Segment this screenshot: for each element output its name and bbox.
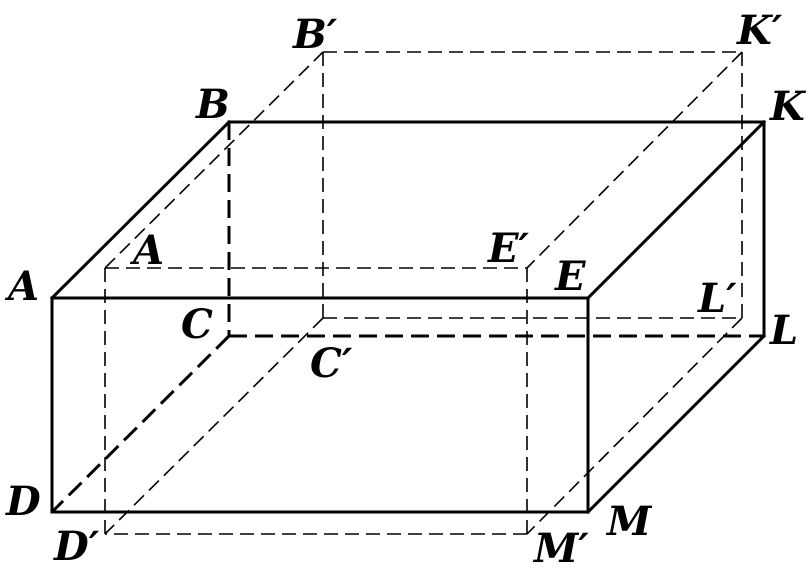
label-C-prime: C′ — [310, 340, 353, 387]
label-K: K — [769, 83, 807, 130]
edge-LpMp — [526, 317, 743, 535]
label-D: D — [5, 478, 41, 525]
label-C: C — [181, 301, 213, 348]
edge-LM — [585, 333, 767, 515]
edge-CpDp — [104, 317, 324, 535]
dashed-box — [104, 51, 743, 535]
label-E-prime: E′ — [487, 225, 529, 272]
label-B-prime: B′ — [292, 11, 338, 58]
edge-KpEp — [526, 51, 743, 269]
edge-AB — [49, 119, 232, 301]
label-M: M — [605, 498, 653, 545]
edge-CD — [50, 334, 231, 514]
vertex-labels: A B C D E K L M A B′ C′ D′ E′ K′ L′ M′ — [4, 7, 807, 572]
solid-box — [49, 119, 767, 515]
label-E: E — [554, 253, 586, 300]
label-D-prime: D′ — [53, 523, 100, 570]
edge-AiBp — [104, 51, 324, 269]
label-K-prime: K′ — [736, 7, 783, 54]
label-L: L — [769, 307, 798, 354]
label-A: A — [4, 263, 39, 310]
label-M-prime: M′ — [532, 525, 589, 572]
label-L-prime: L′ — [697, 275, 737, 322]
label-B: B — [195, 81, 230, 128]
label-A-inner: A — [129, 227, 164, 274]
hidden-edges-solid-box — [50, 122, 764, 514]
edge-KE — [585, 119, 767, 301]
